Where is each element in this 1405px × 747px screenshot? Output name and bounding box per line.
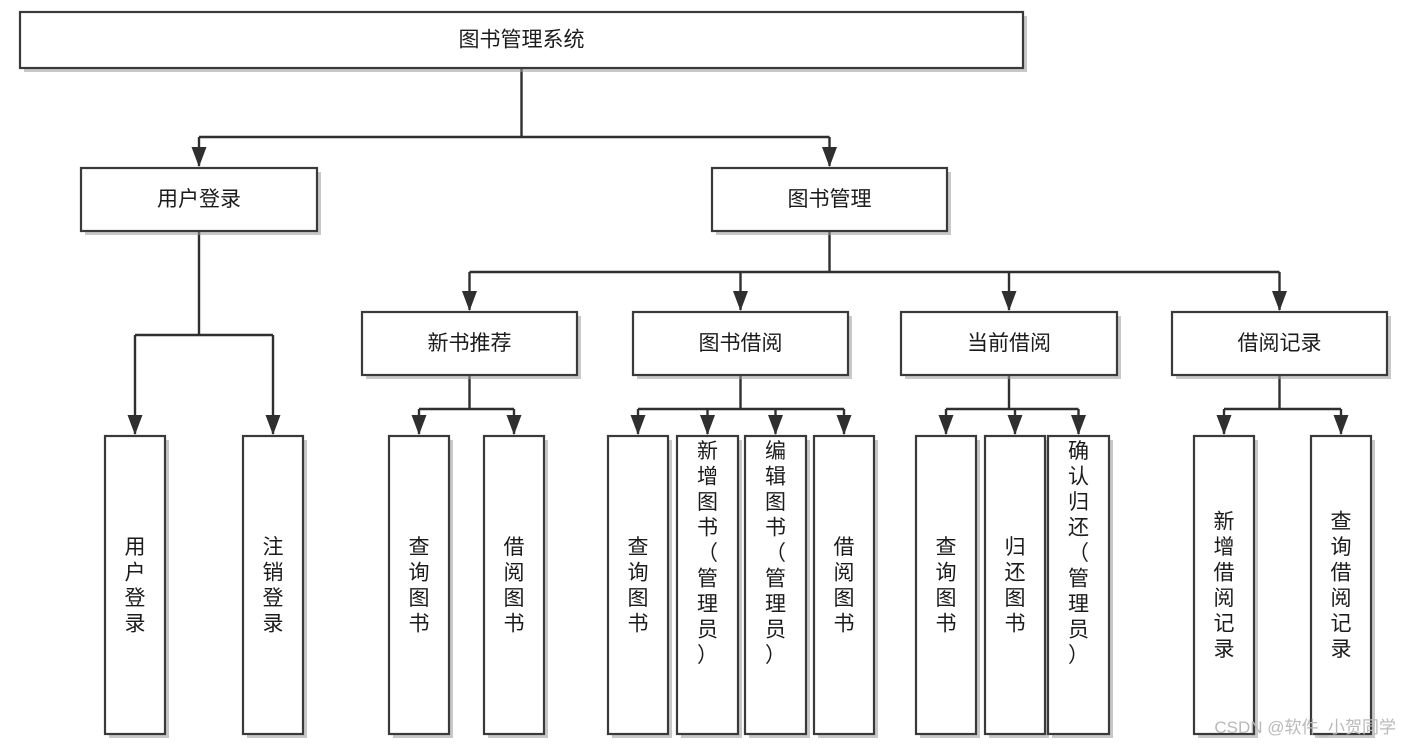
node-label: 查询图书: [628, 536, 649, 636]
connector-layer: [127, 68, 1349, 435]
arrow-head-icon: [1216, 415, 1232, 435]
node-leaf-user-login[interactable]: 用户登录: [103, 434, 169, 738]
node-book-borrow[interactable]: 图书借阅: [631, 310, 852, 379]
node-label: 用户登录: [157, 188, 241, 211]
node-box[interactable]: [606, 434, 670, 736]
node-label: 借阅图书: [504, 536, 525, 636]
node-box[interactable]: [675, 434, 740, 736]
arrow-head-icon: [1007, 415, 1023, 435]
arrow-head-icon: [265, 415, 281, 435]
node-label: 借阅记录: [1238, 332, 1322, 355]
node-box[interactable]: [631, 310, 850, 377]
node-box[interactable]: [983, 434, 1047, 736]
node-box[interactable]: [387, 434, 451, 736]
arrow-head-icon: [700, 415, 715, 435]
node-label: 查询图书: [936, 536, 957, 636]
node-label: 编辑图书（管理员）: [765, 440, 786, 667]
node-leaf-borrow-book-1[interactable]: 借阅图书: [482, 434, 548, 738]
node-box[interactable]: [1309, 434, 1373, 736]
node-box[interactable]: [1170, 310, 1389, 377]
arrow-head-icon: [938, 415, 954, 435]
node-label: 图书管理系统: [459, 29, 585, 52]
node-label: 注销登录: [263, 536, 284, 636]
arrow-head-icon: [733, 291, 748, 311]
node-leaf-query-book-2[interactable]: 查询图书: [606, 434, 672, 738]
arrow-head-icon: [191, 147, 207, 167]
node-new-book-rec[interactable]: 新书推荐: [360, 310, 581, 379]
node-user-login[interactable]: 用户登录: [79, 166, 321, 235]
node-current-borrow[interactable]: 当前借阅: [899, 310, 1121, 379]
node-label: 图书借阅: [699, 332, 783, 355]
node-label: 新书推荐: [428, 332, 512, 355]
arrow-head-icon: [1272, 291, 1287, 311]
node-box[interactable]: [482, 434, 546, 736]
node-leaf-confirm-return[interactable]: 确认归还（管理员）: [1046, 434, 1113, 738]
node-box[interactable]: [710, 166, 949, 233]
node-label: 当前借阅: [967, 332, 1051, 355]
node-leaf-edit-book[interactable]: 编辑图书（管理员）: [743, 434, 810, 738]
node-box[interactable]: [899, 310, 1119, 377]
node-borrow-record[interactable]: 借阅记录: [1170, 310, 1391, 379]
node-layer: 图书管理系统用户登录图书管理新书推荐图书借阅当前借阅借阅记录用户登录注销登录查询…: [18, 10, 1391, 738]
node-box[interactable]: [79, 166, 319, 233]
arrow-head-icon: [411, 415, 427, 435]
node-label: 用户登录: [125, 536, 146, 636]
node-box[interactable]: [914, 434, 978, 736]
node-label: 图书管理: [788, 188, 872, 211]
node-label: 确认归还（管理员）: [1068, 440, 1089, 667]
node-book-manage[interactable]: 图书管理: [710, 166, 951, 235]
node-label: 新增图书（管理员）: [697, 440, 718, 667]
node-undefined[interactable]: 图书管理系统: [18, 10, 1027, 72]
node-leaf-query-record[interactable]: 查询借阅记录: [1309, 434, 1375, 738]
node-box[interactable]: [18, 10, 1025, 70]
arrow-head-icon: [127, 415, 143, 435]
node-label: 借阅图书: [834, 536, 855, 636]
arrow-head-icon: [630, 415, 646, 435]
node-label: 新增借阅记录: [1214, 510, 1235, 661]
arrow-head-icon: [506, 415, 522, 435]
node-leaf-add-book[interactable]: 新增图书（管理员）: [675, 434, 742, 738]
node-leaf-return-book[interactable]: 归还图书: [983, 434, 1049, 738]
arrow-head-icon: [1001, 291, 1017, 311]
node-leaf-user-logout[interactable]: 注销登录: [241, 434, 307, 738]
node-label: 查询图书: [409, 536, 430, 636]
node-box[interactable]: [241, 434, 305, 736]
arrow-head-icon: [836, 415, 852, 435]
node-leaf-add-record[interactable]: 新增借阅记录: [1192, 434, 1258, 738]
arrow-head-icon: [768, 415, 783, 435]
node-box[interactable]: [743, 434, 808, 736]
watermark-label: CSDN @软件_小贺同学: [1214, 718, 1396, 737]
node-leaf-query-book-1[interactable]: 查询图书: [387, 434, 453, 738]
node-box[interactable]: [1192, 434, 1256, 736]
node-leaf-query-book-3[interactable]: 查询图书: [914, 434, 980, 738]
node-box[interactable]: [103, 434, 167, 736]
node-leaf-borrow-book-2[interactable]: 借阅图书: [812, 434, 878, 738]
node-label: 归还图书: [1005, 536, 1026, 636]
arrow-head-icon: [822, 147, 837, 167]
node-box[interactable]: [812, 434, 876, 736]
arrow-head-icon: [462, 291, 477, 311]
node-box[interactable]: [1046, 434, 1111, 736]
node-box[interactable]: [360, 310, 579, 377]
arrow-head-icon: [1333, 415, 1349, 435]
arrow-head-icon: [1071, 415, 1086, 435]
node-label: 查询借阅记录: [1331, 510, 1352, 661]
